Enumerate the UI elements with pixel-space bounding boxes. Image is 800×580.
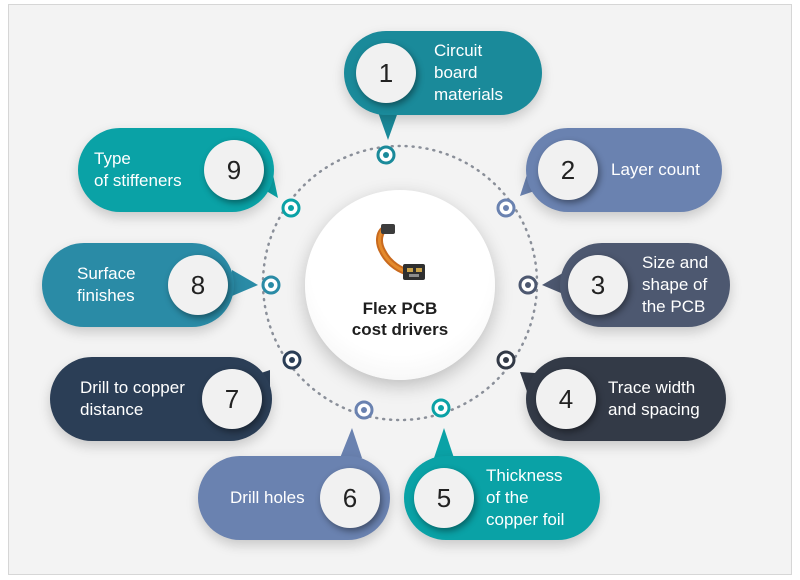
driver-label: Type of stiffeners bbox=[94, 128, 182, 212]
center-title-line-2: cost drivers bbox=[351, 320, 449, 339]
driver-pill-6: Drill holes 6 bbox=[198, 456, 390, 540]
ring-node-8 bbox=[261, 275, 281, 295]
ring-node-6 bbox=[354, 400, 374, 420]
driver-label-line: copper foil bbox=[486, 510, 565, 529]
center-title-line-1: Flex PCB bbox=[362, 299, 438, 318]
ring-node-2 bbox=[496, 198, 516, 218]
driver-label-line: Drill holes bbox=[230, 488, 305, 507]
driver-pill-5: 5 Thickness of the copper foil bbox=[404, 456, 600, 540]
ring-node-7 bbox=[282, 350, 302, 370]
driver-pill-2: 2 Layer count bbox=[526, 128, 722, 212]
driver-label: Drill to copper distance bbox=[80, 357, 185, 441]
driver-label-line: distance bbox=[80, 400, 144, 419]
driver-label-line: materials bbox=[434, 85, 503, 104]
driver-label: Layer count bbox=[611, 128, 700, 212]
driver-label-line: Size and bbox=[642, 253, 709, 272]
flex-pcb-icon bbox=[376, 224, 425, 280]
driver-label-line: Surface bbox=[77, 264, 136, 283]
driver-label-line: board bbox=[434, 63, 478, 82]
driver-pill-3: 3 Size and shape of the PCB bbox=[560, 243, 730, 327]
driver-label-line: of the bbox=[486, 488, 529, 507]
ring-node-3 bbox=[518, 275, 538, 295]
driver-label-line: and spacing bbox=[608, 400, 700, 419]
driver-label: Size and shape of the PCB bbox=[642, 243, 708, 327]
driver-label: Trace width and spacing bbox=[608, 357, 700, 441]
driver-number-badge: 5 bbox=[414, 468, 474, 528]
driver-label-line: Thickness bbox=[486, 466, 563, 485]
driver-label: Thickness of the copper foil bbox=[486, 456, 564, 540]
driver-pill-9: Type of stiffeners 9 bbox=[78, 128, 274, 212]
driver-label-line: shape of bbox=[642, 275, 708, 294]
driver-number-badge: 6 bbox=[320, 468, 380, 528]
center-circle: Flex PCB cost drivers bbox=[305, 190, 495, 380]
driver-number-badge: 4 bbox=[536, 369, 596, 429]
pill-tail-6 bbox=[340, 428, 362, 458]
driver-label: Surface finishes bbox=[77, 243, 136, 327]
pill-tail-5 bbox=[434, 428, 454, 458]
driver-label-line: Circuit bbox=[434, 41, 483, 60]
ring-node-9 bbox=[281, 198, 301, 218]
ring-node-5 bbox=[431, 398, 451, 418]
driver-label-line: the PCB bbox=[642, 297, 706, 316]
driver-pill-7: Drill to copper distance 7 bbox=[50, 357, 272, 441]
driver-label-line: Type bbox=[94, 149, 131, 168]
driver-label-line: finishes bbox=[77, 286, 135, 305]
driver-pill-8: Surface finishes 8 bbox=[42, 243, 234, 327]
driver-number-badge: 7 bbox=[202, 369, 262, 429]
driver-number-badge: 9 bbox=[204, 140, 264, 200]
driver-number-badge: 8 bbox=[168, 255, 228, 315]
driver-number-badge: 3 bbox=[568, 255, 628, 315]
driver-number-badge: 2 bbox=[538, 140, 598, 200]
driver-label-line: Layer count bbox=[611, 160, 700, 179]
ring-node-4 bbox=[496, 350, 516, 370]
pill-tail-1 bbox=[378, 112, 398, 140]
driver-pill-4: 4 Trace width and spacing bbox=[526, 357, 726, 441]
driver-label: Drill holes bbox=[230, 456, 305, 540]
driver-label-line: Drill to copper bbox=[80, 378, 185, 397]
driver-label: Circuit board materials bbox=[434, 31, 503, 115]
driver-number-badge: 1 bbox=[356, 43, 416, 103]
pill-tail-8 bbox=[232, 270, 258, 296]
driver-pill-1: 1 Circuit board materials bbox=[344, 31, 542, 115]
center-title: Flex PCB cost drivers bbox=[305, 298, 495, 340]
ring-node-1 bbox=[376, 145, 396, 165]
driver-label-line: Trace width bbox=[608, 378, 696, 397]
driver-label-line: of stiffeners bbox=[94, 171, 182, 190]
